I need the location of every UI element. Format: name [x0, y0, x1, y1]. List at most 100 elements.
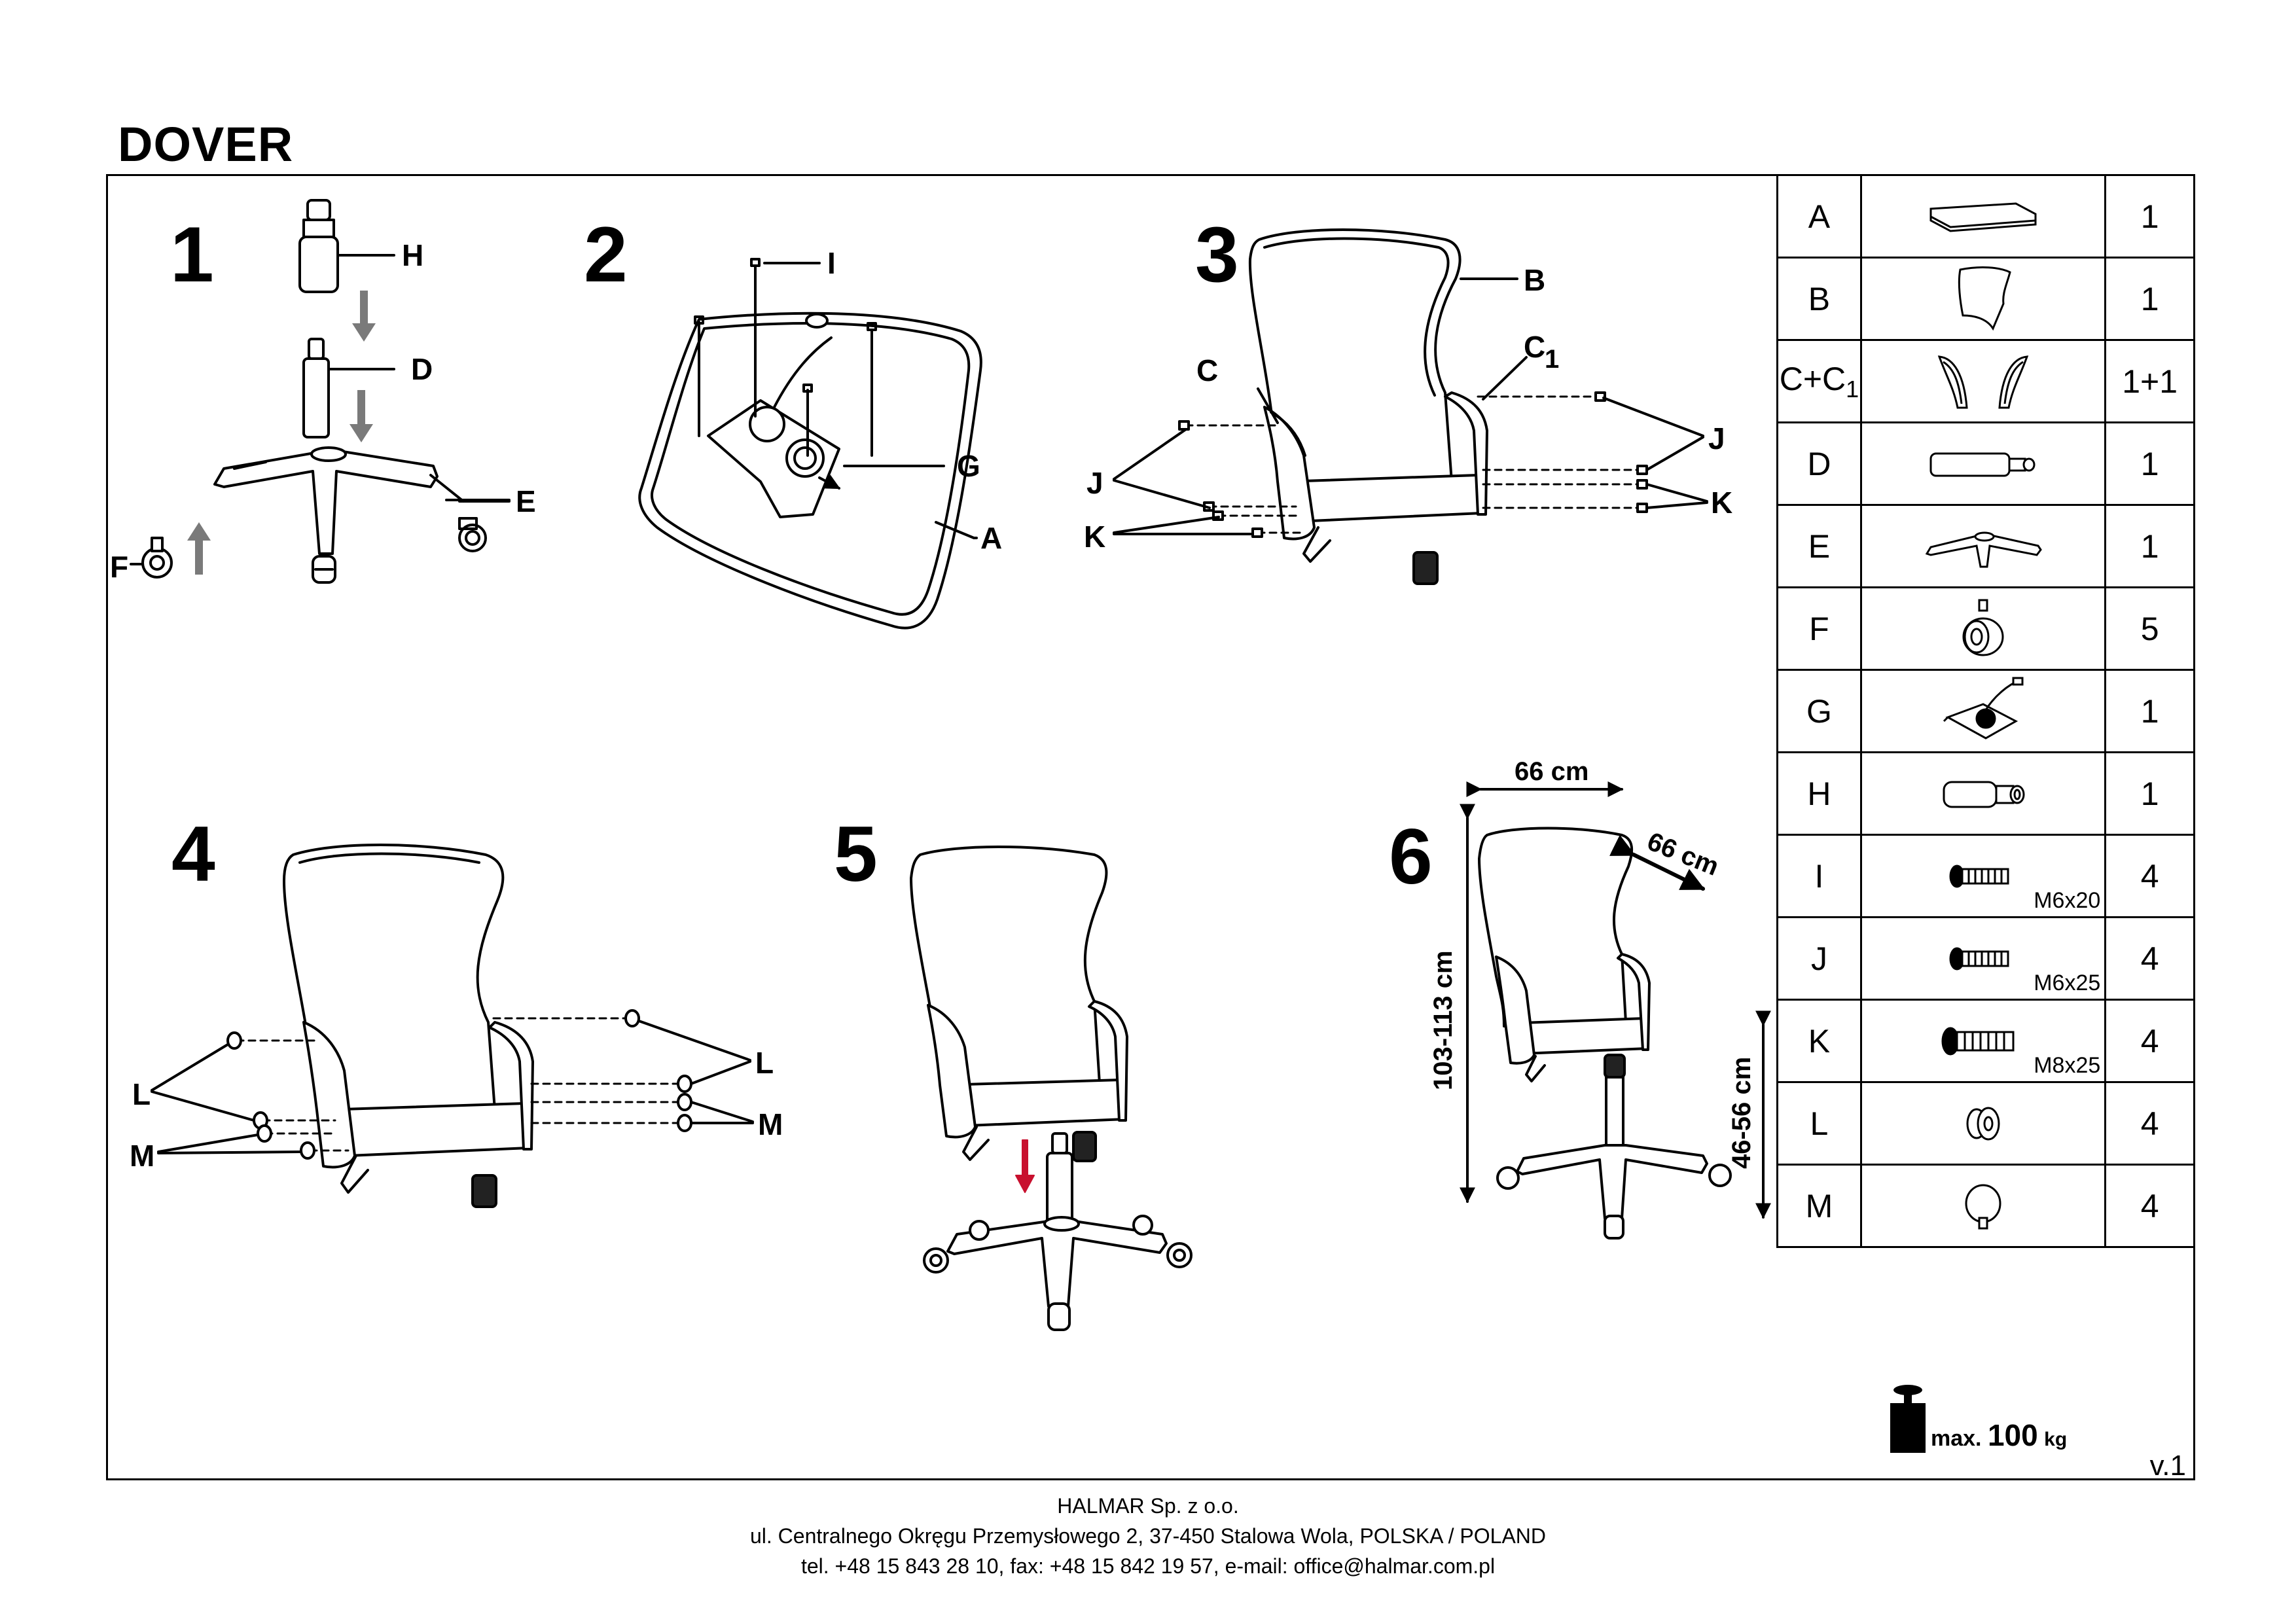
- bolt-icon: [802, 383, 813, 457]
- part-image: [1859, 504, 2107, 588]
- label-j-right: J: [1708, 421, 1725, 455]
- label-m-left: M: [130, 1139, 154, 1173]
- label-f: F: [110, 550, 128, 584]
- label-l-right: L: [755, 1046, 774, 1080]
- label-d: D: [411, 352, 433, 386]
- down-arrow-icon: [352, 291, 376, 342]
- part-quantity: 4: [2104, 999, 2195, 1083]
- part-e-star-base: [213, 446, 465, 555]
- max-weight-text: max. 100 kg: [1931, 1418, 2067, 1453]
- part-quantity: 1: [2104, 421, 2195, 506]
- dimension-width: 66 cm: [1515, 757, 1588, 786]
- part-quantity: 4: [2104, 916, 2195, 1001]
- part-g-mechanism: [707, 313, 841, 518]
- max-weight: max. 100 kg: [1885, 1381, 2067, 1459]
- label-m-right: M: [758, 1107, 783, 1141]
- company-name: HALMAR Sp. z o.o.: [1057, 1494, 1239, 1518]
- mechanism-icon: [1862, 675, 2104, 747]
- bolt-icon: [1178, 420, 1190, 431]
- label-c1: C: [1524, 330, 1545, 364]
- step-2: 2 I G A: [584, 211, 1002, 630]
- step-3-number: 3: [1195, 211, 1239, 298]
- dimension-depth: 66 cm: [1643, 827, 1723, 882]
- part-letter-text: H: [1807, 775, 1831, 812]
- part-quantity: 1+1: [2104, 339, 2195, 423]
- part-letter-text: A: [1808, 198, 1831, 235]
- part-image: [1859, 1164, 2107, 1248]
- chair-back: [1478, 827, 1634, 1027]
- part-image: M8x25: [1859, 999, 2107, 1083]
- armrest-right: [488, 1021, 534, 1150]
- part-b-backrest: [1248, 228, 1462, 483]
- company-footer: HALMAR Sp. z o.o. ul. Centralnego Okręgu…: [0, 1491, 2296, 1581]
- part-quantity: 5: [2104, 586, 2195, 671]
- label-l-left: L: [132, 1077, 151, 1111]
- lever: [962, 1126, 990, 1161]
- label-c: C: [1196, 353, 1218, 387]
- caster-icon: [1604, 1215, 1624, 1240]
- down-arrow-icon: [350, 390, 373, 442]
- part-letter-text: E: [1808, 527, 1831, 565]
- label-e: E: [516, 484, 536, 518]
- part-letter: G: [1776, 669, 1862, 753]
- part-letter-text: K: [1808, 1022, 1831, 1060]
- part-letter-text: I: [1814, 857, 1824, 895]
- part-f-caster: [141, 537, 173, 579]
- label-i: I: [827, 246, 836, 280]
- caster-icon: [1166, 1242, 1193, 1268]
- part-image: [1859, 751, 2107, 836]
- part-quantity: 1: [2104, 751, 2195, 836]
- step-5: 5: [834, 810, 1193, 1331]
- up-arrow-icon: [187, 522, 211, 575]
- part-letter-text: L: [1810, 1105, 1829, 1142]
- part-letter: F: [1776, 586, 1862, 671]
- part-quantity: 4: [2104, 1164, 2195, 1248]
- caster-icon: [1708, 1164, 1732, 1187]
- part-quantity: 4: [2104, 834, 2195, 918]
- caster-icon: [969, 1220, 990, 1241]
- knob-icon: [300, 1141, 315, 1160]
- part-quantity: 4: [2104, 1081, 2195, 1166]
- backrest-icon: [1862, 263, 2104, 335]
- part-spec: M6x25: [2034, 971, 2101, 995]
- part-image: M6x20: [1859, 834, 2107, 918]
- knob-icon: [677, 1093, 692, 1111]
- seat-plate-icon: [1862, 197, 2104, 236]
- part-d-gas-lift: [1046, 1132, 1073, 1226]
- part-letter-text: D: [1807, 445, 1831, 482]
- cylinder: [1072, 1131, 1097, 1162]
- part-letter: L: [1776, 1081, 1862, 1166]
- caster-icon: [923, 1247, 949, 1274]
- cap-icon: [226, 1031, 242, 1050]
- step-5-number: 5: [834, 810, 878, 898]
- label-k-right: K: [1711, 486, 1732, 520]
- cap-icon: [624, 1009, 640, 1027]
- document-title: DOVER: [118, 117, 294, 171]
- caster-icon: [1496, 1166, 1520, 1190]
- down-arrow-red-icon: [1015, 1139, 1035, 1193]
- part-letter-text: F: [1809, 610, 1829, 647]
- knob-icon: [257, 1124, 272, 1143]
- part-letter: I: [1776, 834, 1862, 918]
- max-weight-prefix: max.: [1931, 1426, 1982, 1451]
- bolt-icon: [867, 322, 877, 457]
- part-letter-text: B: [1808, 280, 1831, 317]
- part-quantity: 1: [2104, 669, 2195, 753]
- weight-icon: [1890, 1385, 1926, 1453]
- seat-cushion: [1283, 474, 1483, 522]
- part-image: [1859, 174, 2107, 259]
- max-weight-value: 100: [1987, 1418, 2038, 1452]
- bolt-icon: [1862, 942, 2104, 975]
- part-image: [1859, 669, 2107, 753]
- gas-lift-icon: [1862, 444, 2104, 484]
- cylinder-cover-icon: [1862, 774, 2104, 813]
- part-letter: H: [1776, 751, 1862, 836]
- bolt-icon: [1636, 503, 1648, 513]
- part-c1-armrest: [1444, 391, 1488, 516]
